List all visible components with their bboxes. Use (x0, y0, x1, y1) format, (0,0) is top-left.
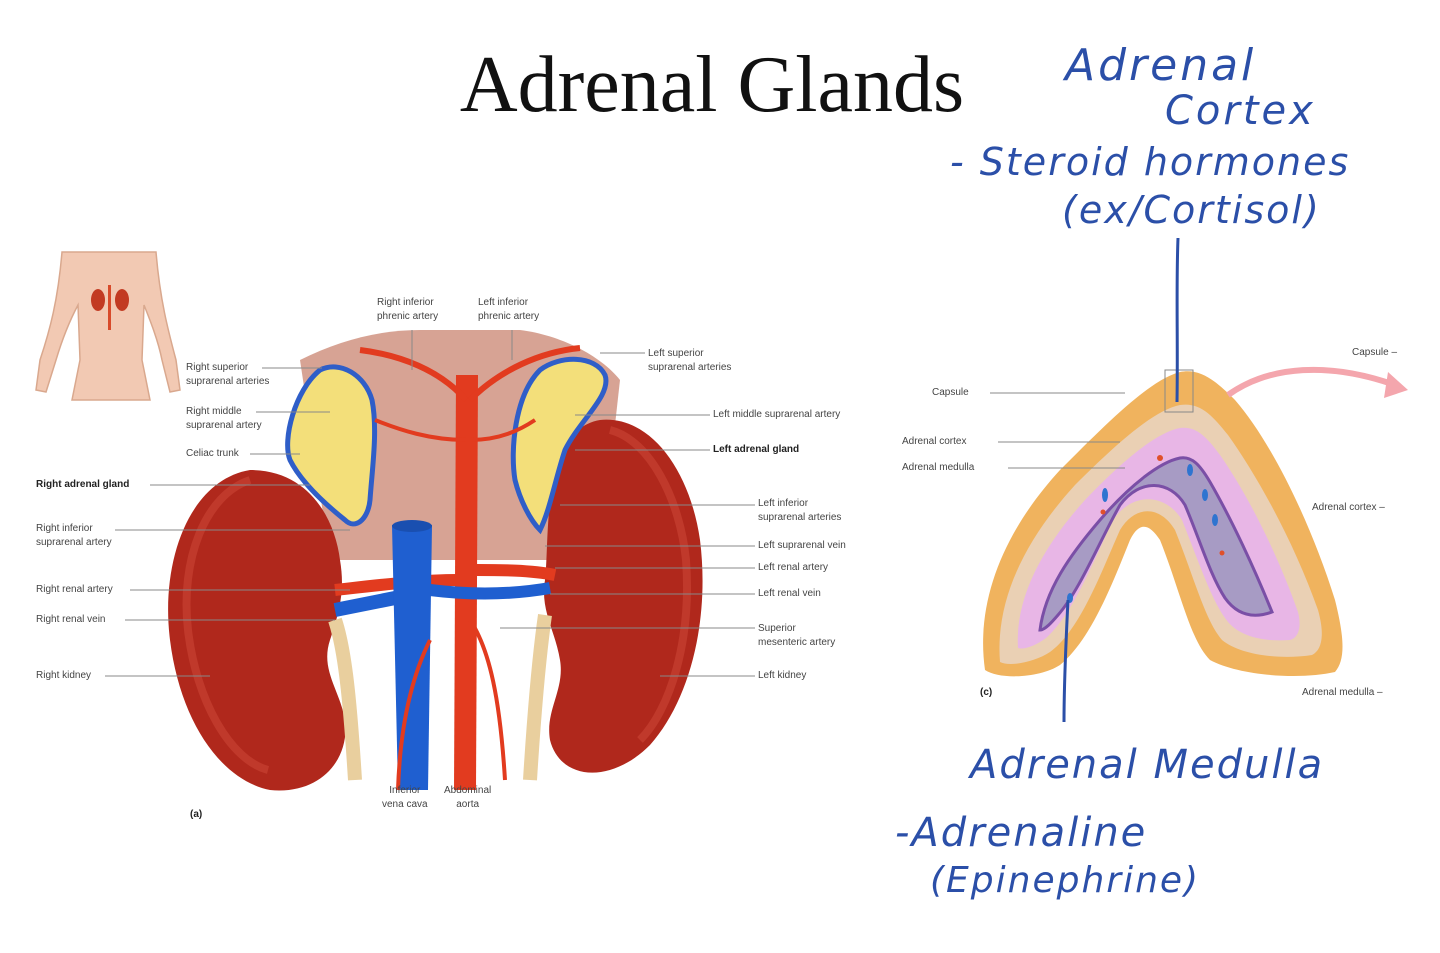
label-left-adrenal-gland: Left adrenal gland (713, 444, 800, 455)
ink-pointer-lines (1062, 237, 1180, 723)
ink-medulla-title: Adrenal Medulla (970, 742, 1325, 788)
left-adrenal-gland (510, 356, 609, 535)
page-title: Adrenal Glands (459, 41, 965, 129)
panel-label-a: (a) (190, 809, 203, 820)
label-adrenal-cortex: Adrenal cortex (902, 436, 967, 447)
label-right-renal-artery: Right renal artery (36, 584, 113, 595)
panel-label-c: (c) (980, 687, 993, 698)
label-left-suprarenal-vein: Left suprarenal vein (758, 540, 846, 551)
inferior-vena-cava (392, 525, 432, 790)
left-kidney (543, 419, 703, 773)
label-left-middle-suprarenal: Left middle suprarenal artery (713, 409, 841, 420)
leader-lines-left (105, 330, 755, 677)
zoom-arrow (1226, 366, 1396, 398)
label-left-renal-vein: Left renal vein (758, 588, 821, 599)
ink-medulla-note-1: -Adrenaline (895, 810, 1148, 856)
label-right-renal-vein: Right renal vein (36, 614, 106, 625)
ink-cortex-note-2: (ex/Cortisol) (1062, 188, 1321, 232)
ink-medulla-note-2: (Epinephrine) (930, 860, 1201, 901)
leader-lines-right (990, 392, 1125, 469)
label-celiac-trunk: Celiac trunk (186, 448, 239, 459)
kidney-anatomy-figure (168, 330, 703, 791)
medulla-layer (1038, 456, 1274, 632)
torso-thumbnail (35, 251, 181, 401)
label-capsule-right: Capsule – (1352, 347, 1398, 358)
ink-cortex-title-2: Cortex (1165, 88, 1316, 134)
label-cortex-right: Adrenal cortex – (1312, 502, 1385, 513)
label-capsule: Capsule (932, 387, 969, 398)
label-left-renal-artery: Left renal artery (758, 562, 829, 573)
label-medulla-right: Adrenal medulla – (1302, 687, 1383, 698)
label-adrenal-medulla: Adrenal medulla (902, 462, 975, 473)
abdominal-aorta (454, 375, 478, 790)
ink-cortex-note-1: - Steroid hormones (950, 140, 1351, 184)
label-left-kidney: Left kidney (758, 670, 807, 681)
right-kidney (168, 470, 346, 791)
ink-cortex-title-1: Adrenal (1065, 40, 1257, 91)
label-right-adrenal-gland: Right adrenal gland (36, 479, 130, 490)
adrenal-cross-section (983, 366, 1408, 677)
label-right-kidney: Right kidney (36, 670, 92, 681)
